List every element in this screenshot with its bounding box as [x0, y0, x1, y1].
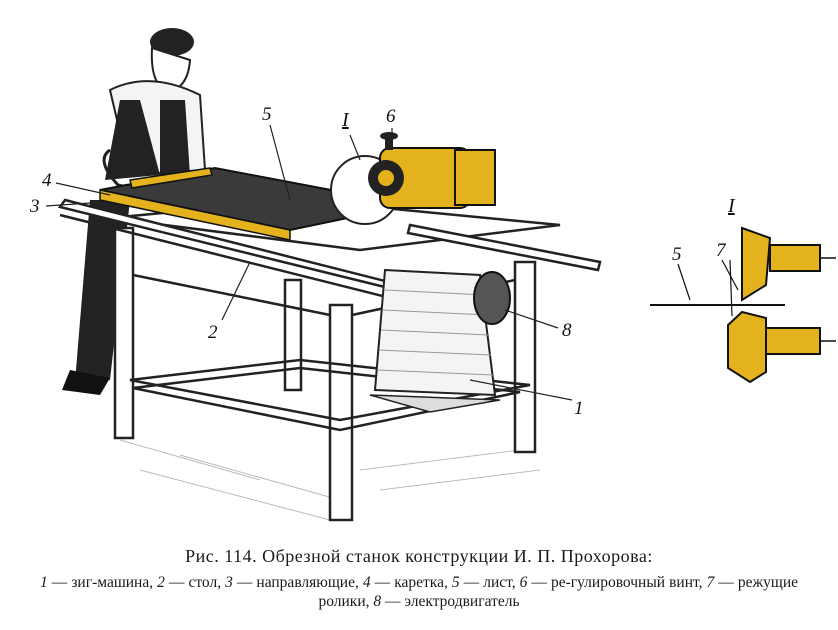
legend-item: 2 — стол, — [157, 574, 222, 591]
caption-title: Рис. 114. Обрезной станок конструкции И.… — [185, 546, 653, 566]
leader-lines — [45, 124, 573, 401]
legend-item: 1 — зиг-машина, — [40, 574, 154, 591]
caption-legend: 1 — зиг-машина, 2 — стол, 3 — направляющ… — [0, 573, 838, 611]
callout-1: 1 — [574, 398, 584, 419]
legend-text: лист, — [483, 574, 516, 591]
legend-text: электродвигатель — [404, 593, 520, 610]
legend-text: стол, — [188, 574, 222, 591]
callout-detail-ref: I — [341, 109, 350, 131]
upper-roller — [741, 226, 772, 302]
legend-number: 5 — [451, 574, 460, 591]
legend-text: зиг-машина, — [71, 574, 154, 591]
legend-number: 7 — [706, 574, 715, 591]
callout-5: 5 — [262, 104, 272, 125]
legend-number: 8 — [373, 593, 382, 610]
legend-item: 7 — режущие ролики, — [318, 574, 799, 610]
callout-3: 3 — [29, 196, 40, 217]
legend-item: 4 — каретка, — [362, 574, 448, 591]
legend-item: 6 — ре-гулировочный винт, — [519, 574, 703, 591]
lower-roller — [727, 310, 767, 384]
detail-view: I 5 7 — [650, 195, 836, 384]
electric-motor — [369, 268, 511, 413]
callout-4: 4 — [42, 170, 52, 191]
detail-label-rollers: 7 — [716, 240, 727, 261]
floor-lines — [119, 439, 541, 521]
seaming-machine — [330, 132, 496, 225]
legend-number: 2 — [157, 574, 165, 591]
legend-number: 1 — [40, 574, 48, 591]
legend-item: 5 — лист, — [451, 574, 516, 591]
legend-number: 6 — [519, 574, 528, 591]
upper-shaft — [769, 244, 821, 272]
detail-label-sheet: 5 — [672, 244, 682, 265]
machine-illustration: 4 3 5 I 6 2 8 1 I 5 7 — [29, 28, 836, 522]
sheet-and-carriage — [99, 166, 411, 241]
detail-title: I — [727, 195, 736, 217]
lower-shaft — [765, 327, 821, 355]
legend-text: каретка, — [394, 574, 448, 591]
legend-text: ре-гулировочный винт, — [550, 574, 703, 591]
legend-item: 3 — направляющие, — [225, 574, 359, 591]
legend-item: 8 — электродвигатель — [373, 593, 520, 610]
callout-6: 6 — [386, 106, 396, 127]
callout-2: 2 — [208, 322, 218, 343]
callout-8: 8 — [562, 320, 572, 341]
legend-text: направляющие, — [256, 574, 359, 591]
legend-number: 3 — [225, 574, 233, 591]
legend-text: режущие ролики, — [318, 574, 799, 610]
worker-figure — [62, 28, 207, 395]
figure-caption: Рис. 114. Обрезной станок конструкции И.… — [0, 546, 838, 611]
legend-number: 4 — [362, 574, 371, 591]
